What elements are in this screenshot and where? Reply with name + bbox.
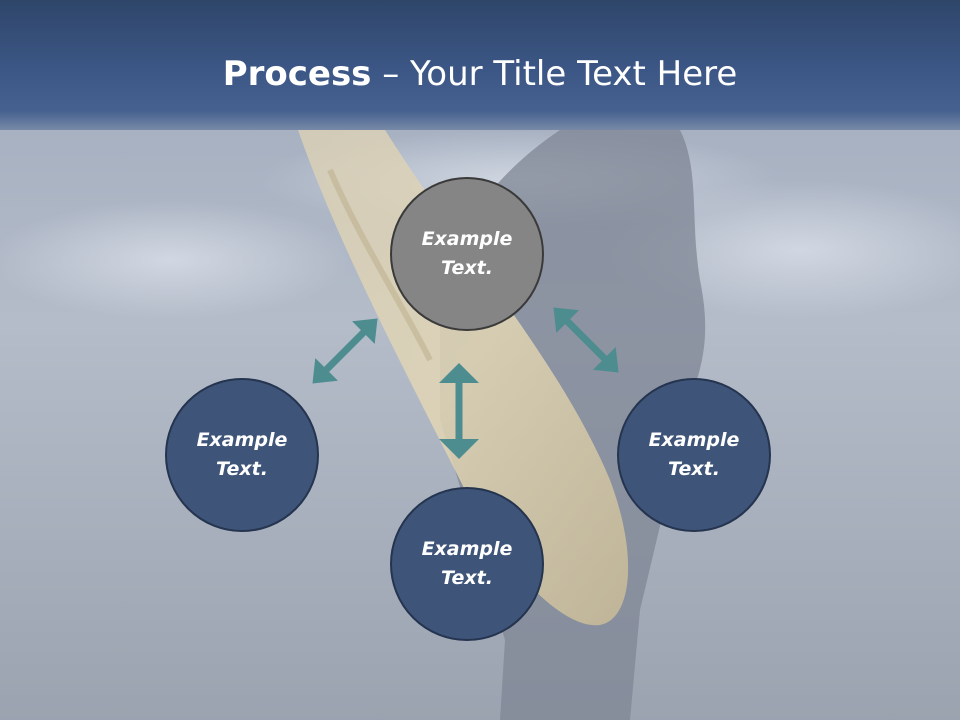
process-node-top[interactable]: Example Text. xyxy=(390,177,544,331)
process-node-left[interactable]: Example Text. xyxy=(165,378,319,532)
process-node-left-label: Example Text. xyxy=(196,429,288,480)
title-bar xyxy=(0,0,960,130)
process-node-top-label: Example Text. xyxy=(421,228,513,279)
slide-title[interactable]: Process – Your Title Text Here xyxy=(0,52,960,96)
title-bold-part: Process xyxy=(222,54,372,94)
process-node-right-label: Example Text. xyxy=(648,429,740,480)
title-regular-part: – Your Title Text Here xyxy=(371,54,738,94)
process-node-bottom[interactable]: Example Text. xyxy=(390,487,544,641)
process-node-right[interactable]: Example Text. xyxy=(617,378,771,532)
process-node-bottom-label: Example Text. xyxy=(421,538,513,589)
